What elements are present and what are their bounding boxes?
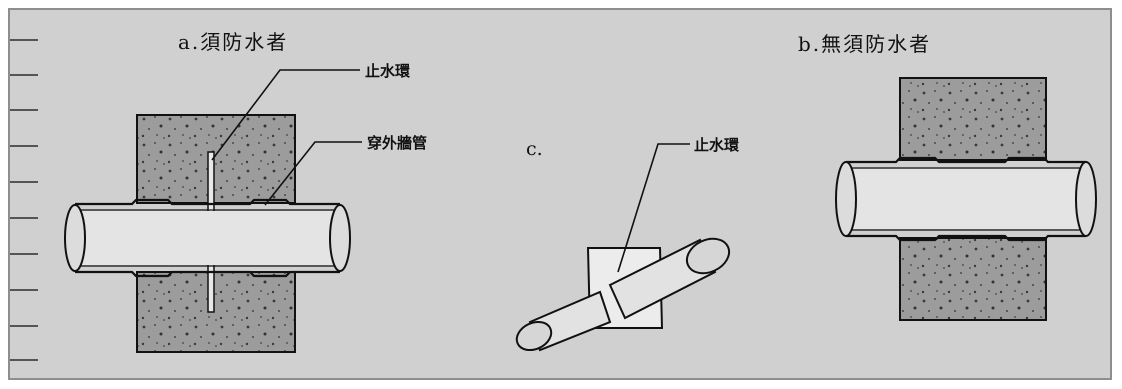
panel-c-label: c. <box>526 138 543 160</box>
panel-a-pipe-body <box>75 211 340 265</box>
panel-a-sleeve-label: 穿外牆管 <box>367 134 428 152</box>
margin-ticks <box>10 39 38 361</box>
panel-a-pipe <box>75 198 340 278</box>
panel-b-pipe-end-right <box>1075 161 1097 237</box>
diagram-canvas <box>10 39 1097 361</box>
panel-a-waterstop-label: 止水環 <box>365 62 411 80</box>
panel-a-pipe-end-left <box>64 204 86 272</box>
panel-b-wall <box>899 77 1047 321</box>
panel-a-leaders <box>211 69 362 206</box>
panel-a-wall <box>136 114 296 353</box>
panel-b-pipe-body <box>846 169 1086 229</box>
panel-a-pipe-end-right <box>329 204 351 272</box>
panel-c-pipe <box>515 237 731 352</box>
panel-a-title: a.須防水者 <box>178 30 289 54</box>
panel-c-leader <box>617 143 690 273</box>
panel-c-waterstop-label: 止水環 <box>694 136 740 154</box>
panel-b-pipe-end-left <box>835 161 857 237</box>
panel-b-pipe <box>846 156 1086 242</box>
paper-background: a.須防水者 止水環 穿外牆管 b.無須防水者 c. 止水環 <box>8 8 1112 380</box>
panel-b-title: b.無須防水者 <box>798 32 932 56</box>
